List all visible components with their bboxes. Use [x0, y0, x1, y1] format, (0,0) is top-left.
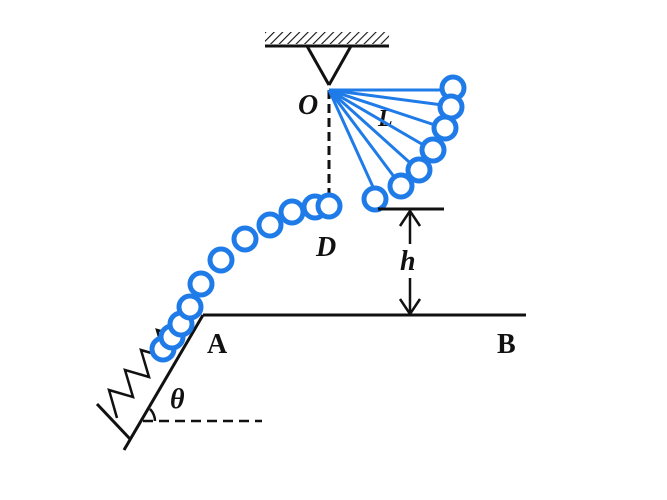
rod-5: [327, 88, 420, 172]
support-left-leg: [305, 45, 331, 86]
rod-6: [327, 89, 403, 187]
pendulum-ball-7: [361, 185, 389, 213]
pendulum-rods: [327, 88, 451, 199]
pendulum-ball-5: [405, 156, 433, 184]
label-height-h: h: [400, 246, 416, 277]
trajectory-ball-11: [315, 192, 343, 220]
pendulum-ball-6: [387, 172, 415, 200]
trajectory-ball-9: [278, 198, 306, 226]
label-point-a: A: [207, 329, 228, 360]
height-label-gap: [398, 244, 422, 278]
height-arrow-up: [398, 208, 422, 227]
pendulum-ball-4: [419, 136, 447, 164]
incline-line: [122, 314, 205, 451]
angle-arc: [149, 408, 157, 422]
rod-3: [328, 88, 445, 130]
label-pivot-o: O: [298, 90, 318, 121]
label-point-b: B: [497, 329, 516, 360]
rod-4: [328, 88, 433, 152]
trajectory-ball-6: [207, 246, 235, 274]
pendulum-ball-3: [431, 114, 459, 142]
rod-7: [327, 89, 380, 199]
pendulum-balls: [361, 74, 467, 213]
trajectory-ball-7: [231, 225, 259, 253]
height-marker: [378, 207, 444, 317]
spring-base-plate: [95, 402, 133, 442]
ceiling-support: [265, 32, 389, 86]
support-right-leg: [327, 45, 353, 86]
label-point-d: D: [315, 232, 336, 263]
trajectory-balls: [149, 192, 343, 363]
rod-2: [328, 88, 451, 108]
trajectory-ball-4: [176, 293, 204, 321]
trajectory-ball-5: [187, 270, 215, 298]
trajectory-ball-8: [256, 211, 284, 239]
ceiling-hatch: [265, 32, 389, 44]
label-angle-theta: θ: [170, 384, 185, 415]
